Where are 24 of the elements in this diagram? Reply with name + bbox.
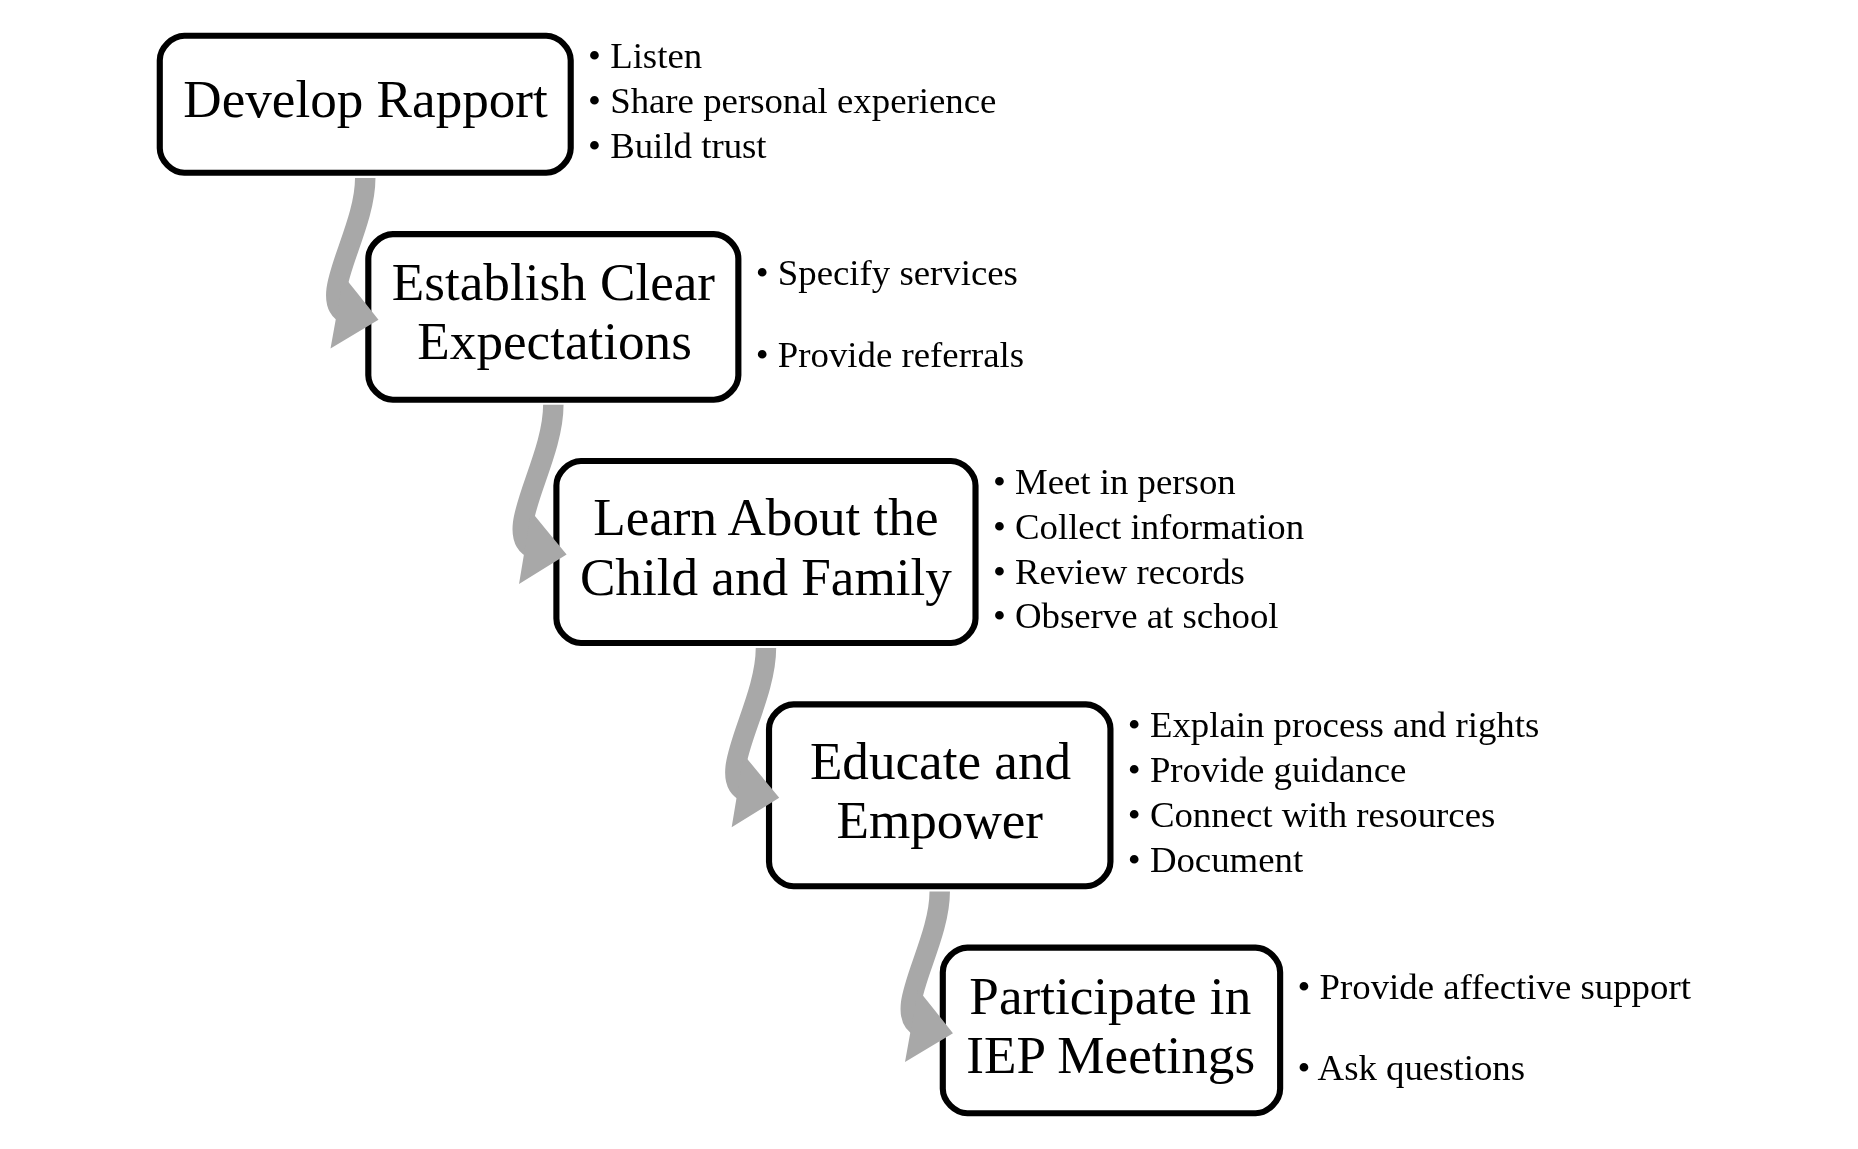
node-label: • Connect with resources [1127,793,1496,835]
node-label: • Share personal experience [588,80,997,122]
node-label: • Build trust [588,125,767,167]
node-box: Develop Rapport [156,32,574,176]
node-box: Educate and Empower [765,701,1114,890]
arrow [326,177,379,349]
node-label: • Specify services [755,252,1018,294]
node-label: • Provide affective support [1297,965,1691,1007]
node-label: • Document [1127,838,1304,880]
node-box: Establish Clear Expectations [365,231,742,403]
node-label: • Explain process and rights [1127,703,1540,745]
node-box: Participate in IEP Meetings [939,944,1284,1117]
node-label: • Provide referrals [755,333,1025,375]
node-label: • Review records [992,550,1245,592]
node-label: • Observe at school [992,595,1279,637]
node-label: • Provide guidance [1127,748,1407,790]
arrow [512,404,567,584]
node-label: • Listen [588,35,703,77]
node-label: • Meet in person [992,460,1236,502]
arrow [725,647,780,828]
node-box: Learn About the Child and Family [553,457,979,647]
node-label: • Collect information [992,505,1305,547]
arrow [900,890,953,1062]
node-label: • Ask questions [1297,1047,1526,1089]
